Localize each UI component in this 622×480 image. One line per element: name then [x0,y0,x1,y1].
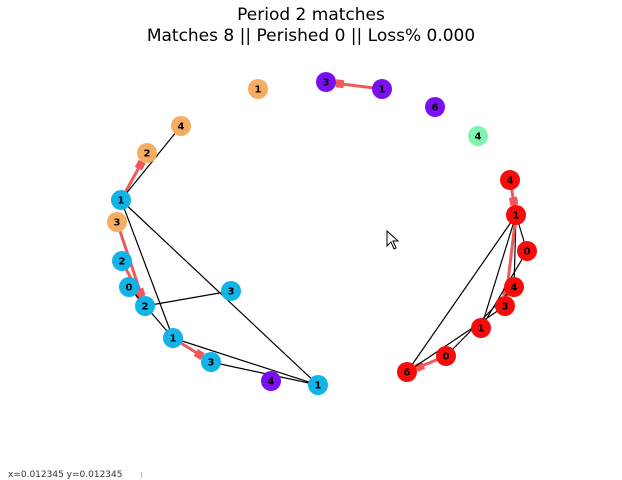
node-label: 1 [118,196,125,207]
edge [480,250,528,329]
graph-node: 2 [137,143,157,163]
graph-node: 4 [171,116,191,136]
graph-node: 1 [372,79,392,99]
node-label: 1 [315,381,322,392]
node-circle [137,143,157,163]
node-circle [201,352,221,372]
node-circle [221,281,241,301]
graph-node: 0 [436,346,456,366]
edge [120,125,182,201]
graph-node: 6 [397,362,417,382]
edge [406,305,506,373]
node-label: 2 [144,149,151,160]
node-label: 4 [507,176,514,187]
node-label: 3 [502,302,509,313]
node-label: 1 [513,211,520,222]
node-label: 4 [268,377,275,388]
coordinate-readout: x=0.012345 y=0.012345 [8,470,123,480]
graph-node: 6 [425,97,445,117]
graph-node: 2 [135,296,155,316]
graph-node: 1 [111,190,131,210]
match-arrowhead [134,159,146,171]
graph-node: 1 [471,318,491,338]
graph-node: 0 [119,277,139,297]
node-label: 2 [119,257,126,268]
graph-node: 4 [468,126,488,146]
node-circle [171,116,191,136]
graph-node: 4 [504,277,524,297]
node-circle [468,126,488,146]
chart-title: Period 2 matches [237,5,385,25]
graph-node: 1 [248,79,268,99]
node-label: 4 [511,283,518,294]
node-label: 3 [114,218,121,229]
graph-node: 3 [316,72,336,92]
node-circle [372,79,392,99]
graph-node: 0 [517,241,537,261]
node-label: 3 [228,287,235,298]
node-circle [261,371,281,391]
node-circle [500,170,520,190]
node-label: 1 [255,85,262,96]
node-circle [107,212,127,232]
node-label: 4 [475,132,482,143]
node-label: 1 [478,324,485,335]
node-circle [517,241,537,261]
node-label: 6 [432,103,439,114]
graph-node: 4 [261,371,281,391]
edge [120,199,174,339]
node-label: 6 [404,368,411,379]
edge [406,214,517,373]
node-circle [111,190,131,210]
node-label: 3 [208,358,215,369]
node-circle [119,277,139,297]
node-circle [135,296,155,316]
graph-node: 3 [495,296,515,316]
node-circle [504,277,524,297]
graph-node: 2 [112,251,132,271]
edge [172,337,319,386]
node-label: 1 [170,334,177,345]
match-arrowhead [193,349,205,361]
match-arrowhead [414,361,426,372]
node-label: 4 [178,122,185,133]
node-circle [397,362,417,382]
edge [144,290,232,307]
node-label: 1 [379,85,386,96]
match-arrowhead [335,79,345,89]
node-circle [248,79,268,99]
graph-node: 1 [506,205,526,225]
node-circle [112,251,132,271]
graph-node: 3 [221,281,241,301]
node-circle [436,346,456,366]
node-circle [316,72,336,92]
mouse-cursor-icon [386,229,400,250]
edge [480,214,517,329]
node-label: 0 [524,247,531,258]
node-circle [471,318,491,338]
node-circle [506,205,526,225]
match-arrowhead [509,196,519,206]
node-circle [163,328,183,348]
node-circle [308,375,328,395]
node-circle [495,296,515,316]
chart-subtitle: Matches 8 || Perished 0 || Loss% 0.000 [146,26,476,46]
graph-node: 1 [308,375,328,395]
node-label: 2 [142,302,149,313]
graph-node: 3 [107,212,127,232]
toolbar-divider [141,472,142,478]
graph-node: 3 [201,352,221,372]
node-label: 0 [126,283,133,294]
node-circle [425,97,445,117]
graph-node: 1 [163,328,183,348]
node-label: 3 [323,78,330,89]
graph-node: 4 [500,170,520,190]
node-label: 0 [443,352,450,363]
